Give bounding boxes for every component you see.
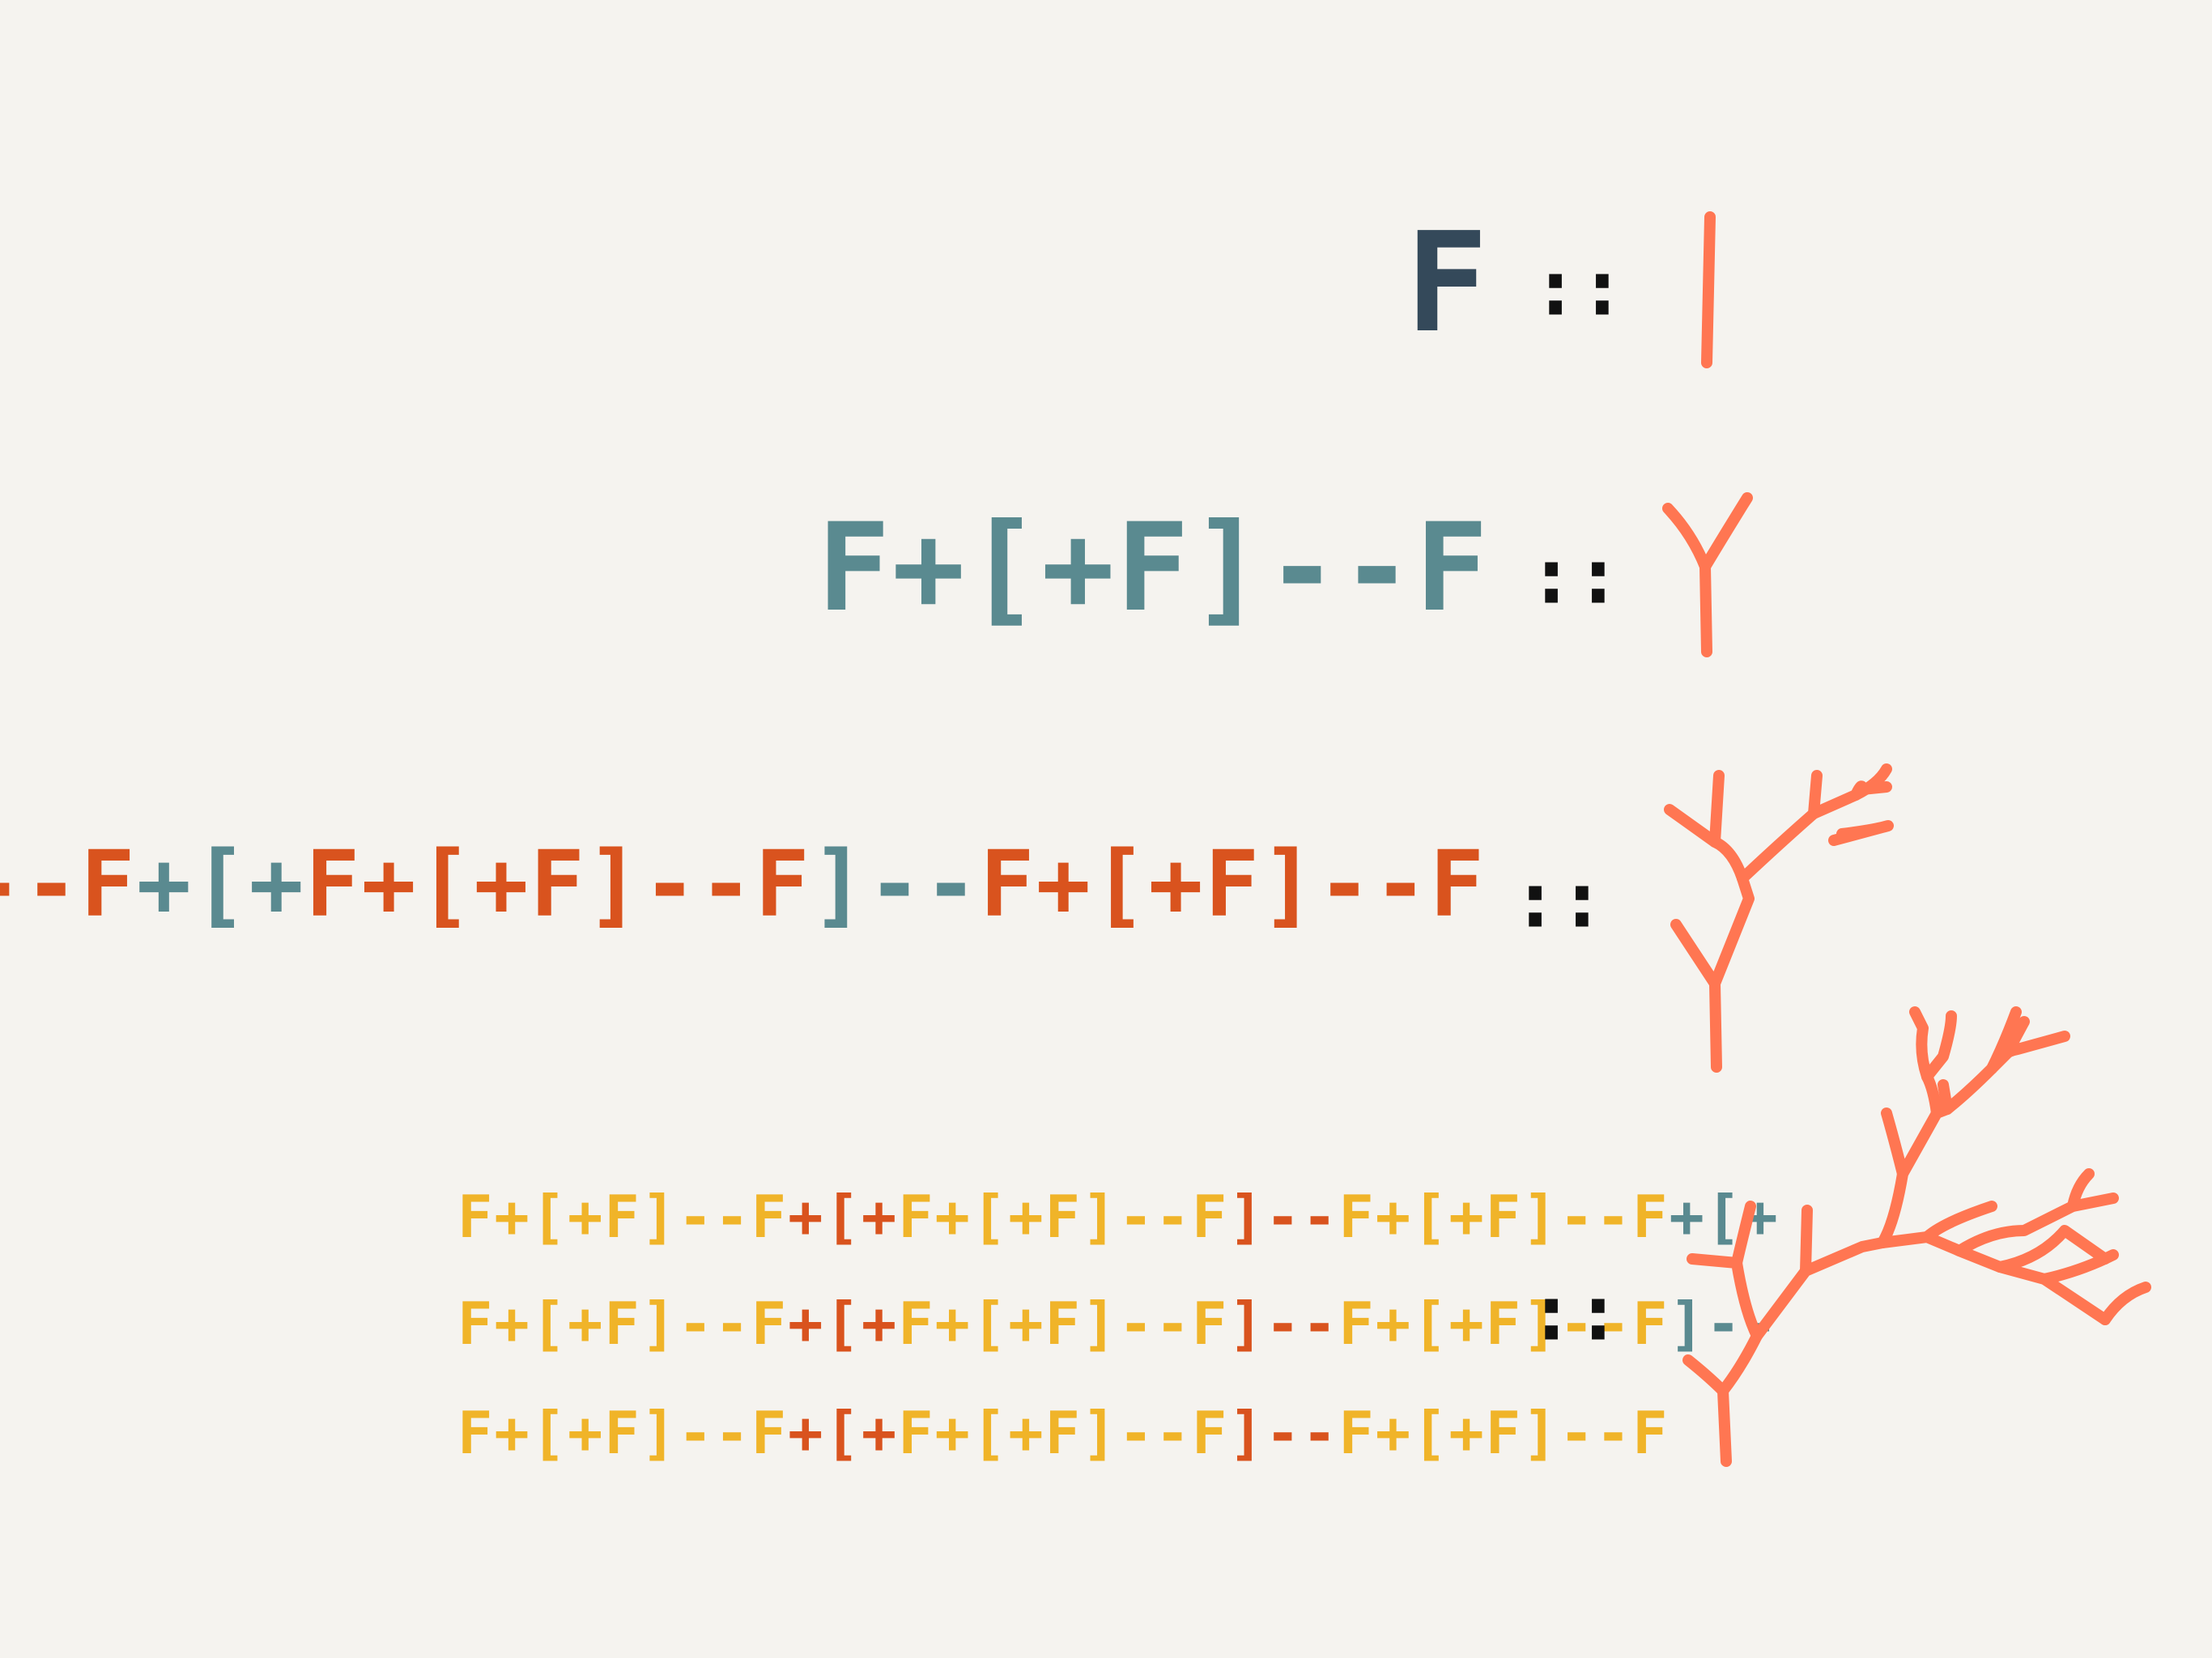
rule-segment: ]-- [1228,1290,1338,1358]
rule-segment: F+[+F]--F [457,1399,788,1467]
three-level-tree-icon [1682,1006,2151,1467]
rule-segment: F [1406,203,1490,363]
rule-segment: F+[+F]--F [898,1399,1228,1467]
rule-segment: ]-- [1228,1399,1338,1467]
rule-row-iteration-3: F+[+F]--F+[+F+[+F]--F]--F+[+F]--F+[+F+[+… [457,1183,1780,1467]
rule-segment: F+[+F]--F [457,1290,788,1358]
rule-segment: F+[+F]--F [898,1290,1228,1358]
rule-segment: F+[+F]--F [0,832,137,937]
rule-segment: +[+ [788,1183,898,1251]
rule-segment: F+[+F]--F [817,498,1490,639]
trees-layer [1662,211,2151,1467]
two-level-tree-icon [1664,763,1894,1073]
rule-segment: ]-- [811,832,980,937]
single-stem-icon [1701,211,1716,368]
rule-segment: F+[+F]--F [898,1183,1228,1251]
separator-double-colon: :: [1528,530,1622,621]
rule-row-iteration-0: F:: [1406,203,1626,363]
rule-segment: F+[+F]--F [980,832,1486,937]
rule-string-line: F [1406,203,1490,363]
separator-double-colon: :: [1528,1267,1622,1358]
y-branch-icon [1662,492,1753,657]
rule-string-line: F+[+F]--F+[+F+[+F]--F]--F+[+F]--F [457,1399,1670,1467]
rule-string-line: F+[+F]--F+[+F+[+F]--F]--F+[+F]--F [0,832,1486,937]
rule-row-iteration-1: F+[+F]--F:: [817,498,1622,639]
rule-segment: +[+ [788,1399,898,1467]
rule-segment: F+[+F]--F [305,832,811,937]
rule-string-line: F+[+F]--F [817,498,1490,639]
rule-segment: +[+ [137,832,305,937]
rule-segment: +[+ [788,1290,898,1358]
rules-layer: F::F+[+F]--F::F+[+F]--F+[+F+[+F]--F]--F+… [0,203,1780,1467]
rule-string-line: F+[+F]--F+[+F+[+F]--F]--F+[+F]--F+[+ [457,1183,1780,1251]
rule-segment: +[+ [1670,1183,1780,1251]
rule-segment: F+[+F]--F [1338,1399,1669,1467]
rule-row-iteration-2: F+[+F]--F+[+F+[+F]--F]--F+[+F]--F:: [0,832,1606,946]
rule-segment: F+[+F]--F [1338,1290,1669,1358]
rule-segment: F+[+F]--F [457,1183,788,1251]
rule-segment: F+[+F]--F [1338,1183,1669,1251]
separator-double-colon: :: [1532,242,1626,333]
rule-segment: ]-- [1228,1183,1338,1251]
separator-double-colon: :: [1512,854,1606,945]
